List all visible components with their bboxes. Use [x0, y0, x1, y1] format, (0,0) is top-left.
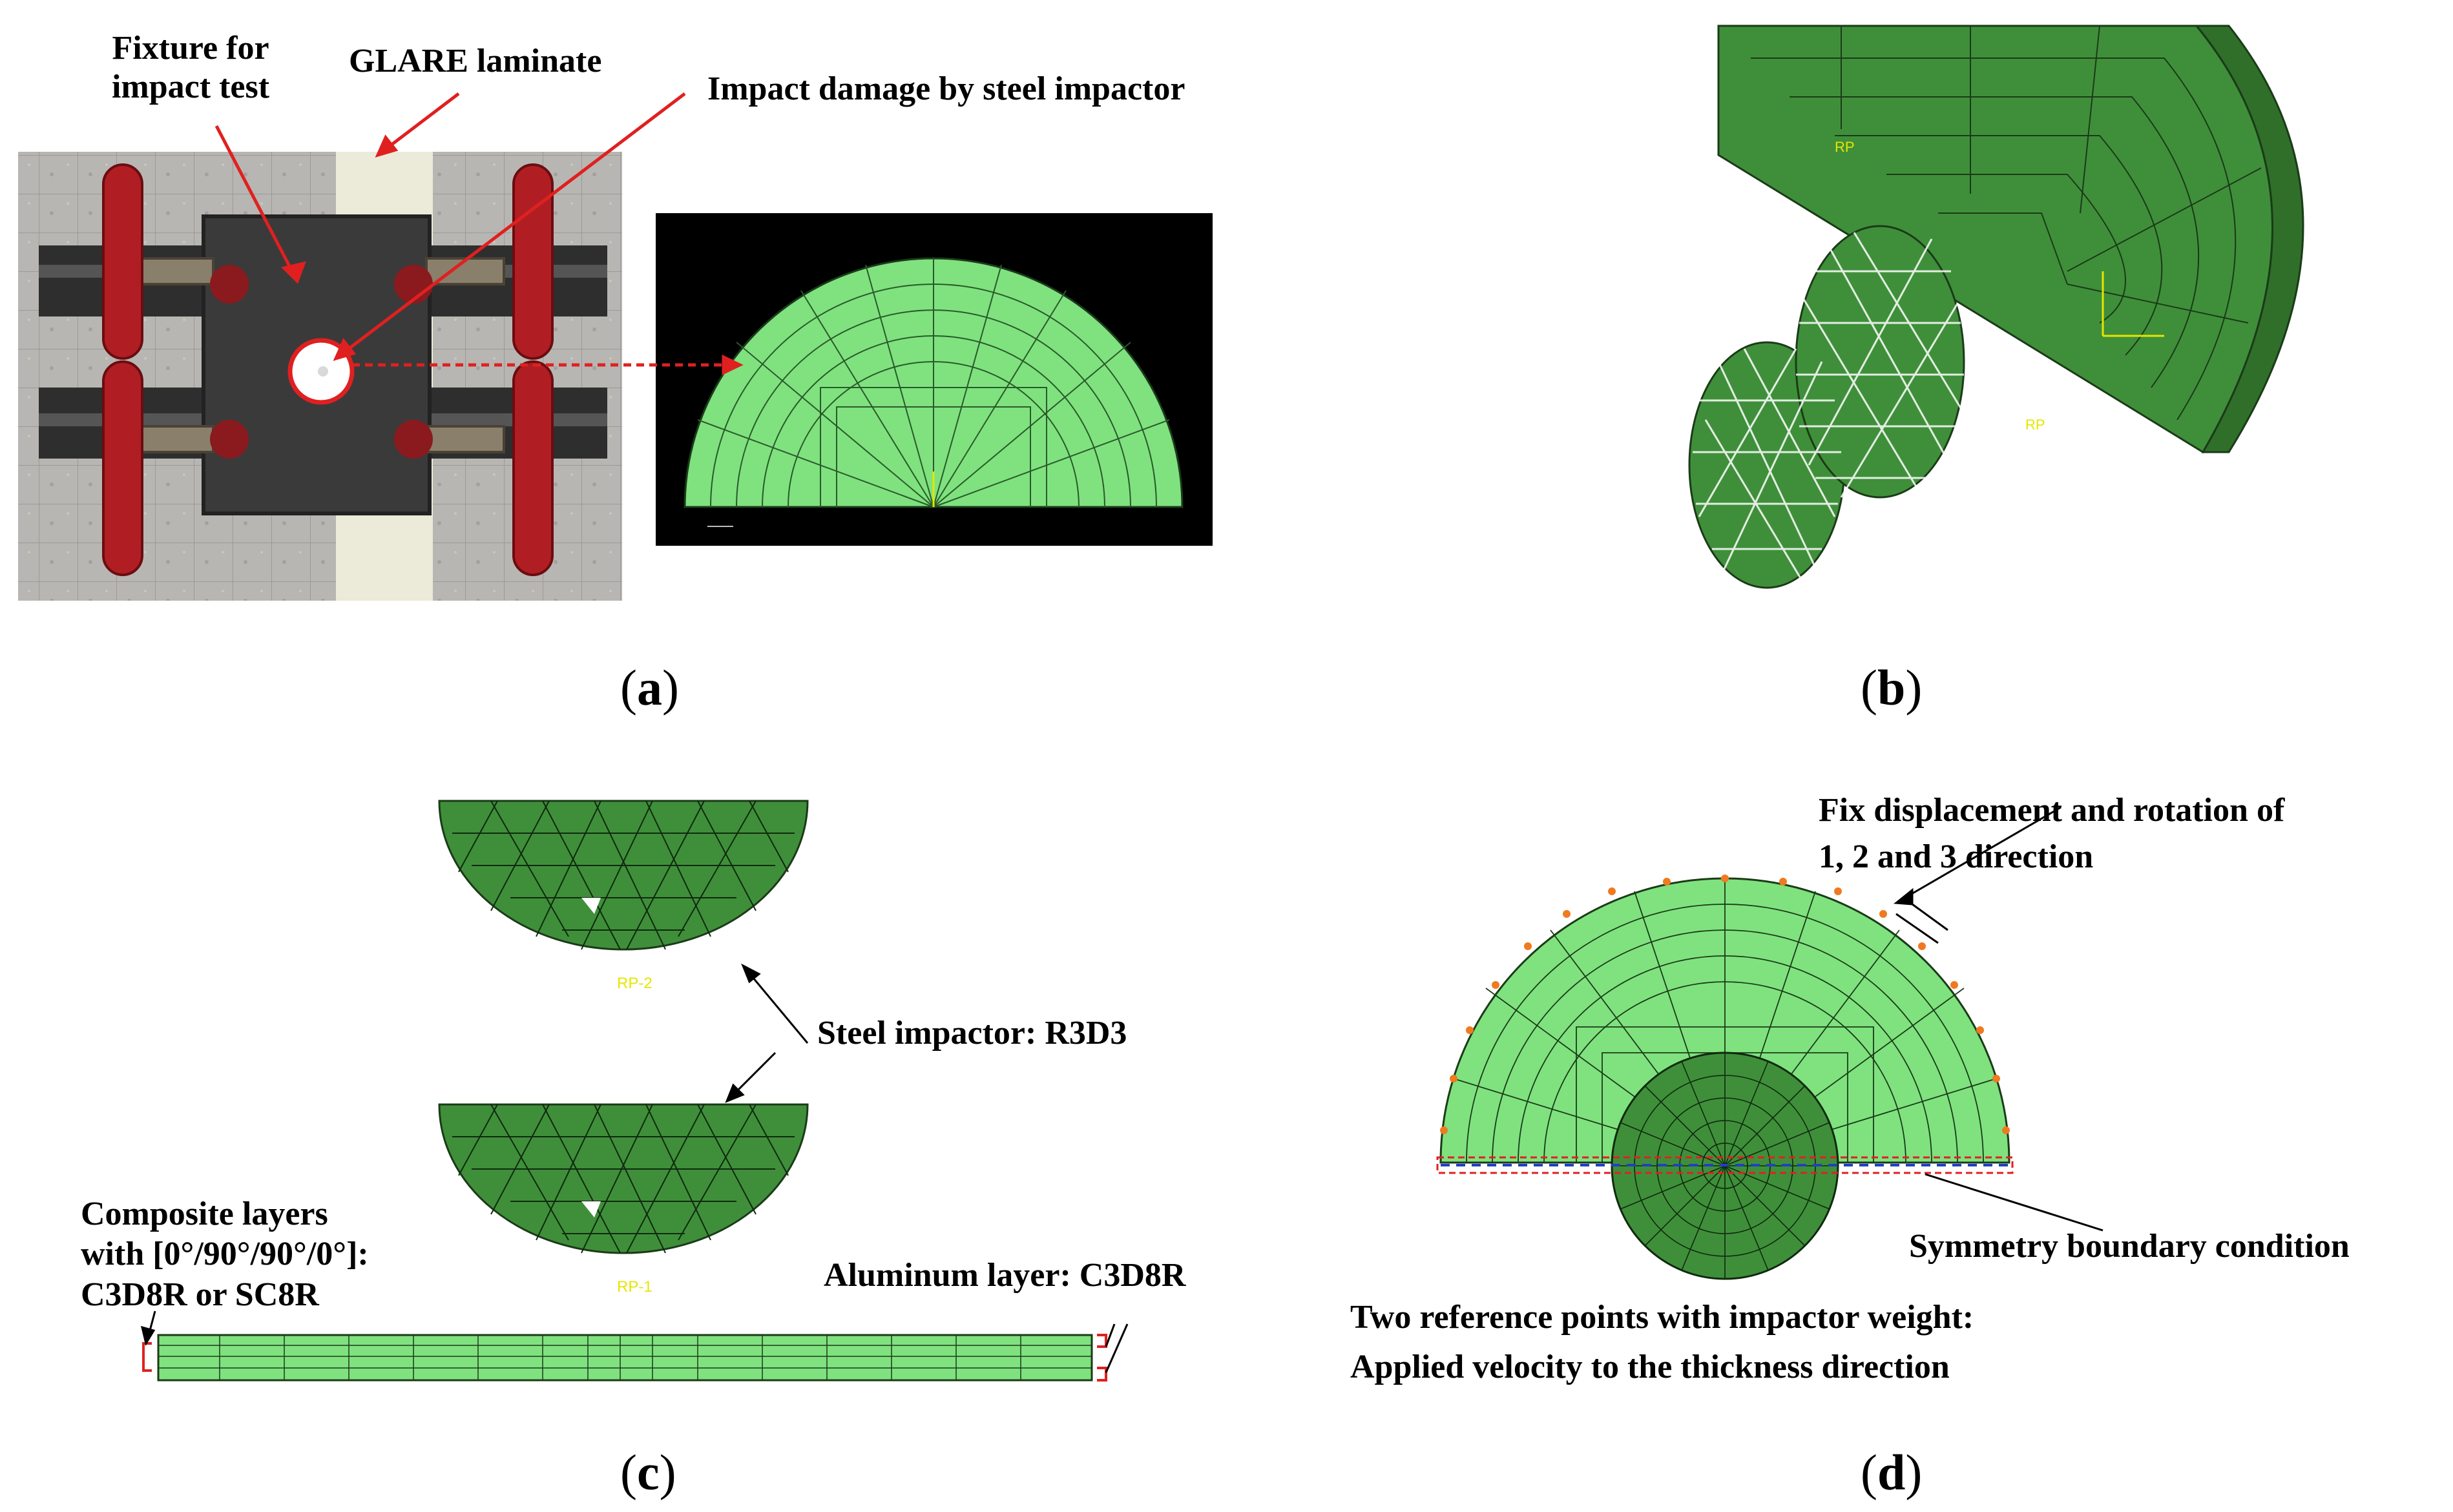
caption-b: (b) [1861, 659, 1923, 716]
caption-d-letter: d [1877, 1444, 1906, 1500]
label-reference-line2: Applied velocity to the thickness direct… [1350, 1349, 1950, 1385]
symmetry-bc-line [1436, 1156, 2014, 1174]
fixture-photo [18, 152, 622, 601]
rp-label-b-2: RP [2025, 417, 2045, 433]
label-aluminum-layer: Aluminum layer: C3D8R [824, 1257, 1186, 1294]
label-glare-laminate: GLARE laminate [349, 43, 602, 79]
label-steel-impactor: Steel impactor: R3D3 [817, 1015, 1127, 1051]
caption-c: (c) [620, 1444, 676, 1500]
label-fixture: Fixture for impact test [111, 30, 270, 105]
label-symmetry-bc: Symmetry boundary condition [1909, 1228, 2350, 1265]
laminate-side-view [157, 1334, 1093, 1382]
rp-label-b-1: RP [1835, 139, 1855, 155]
label-reference-line1: Two reference points with impactor weigh… [1350, 1299, 1974, 1336]
rp-bottom-label: RP-1 [617, 1278, 652, 1296]
impactor-spheres: RP RP [1688, 139, 2164, 589]
caption-c-letter: c [636, 1444, 660, 1500]
panel-c-graphics: RP-2 RP-1 [140, 800, 1129, 1382]
label-composite-line1: Composite layers [81, 1196, 328, 1232]
laminate-3d [1717, 25, 2304, 454]
panel-d-graphics [1436, 806, 2103, 1280]
fe-mesh-half-disc [656, 213, 1213, 546]
label-fix-line2: 1, 2 and 3 direction [1819, 838, 2094, 875]
label-fix-line1: Fix displacement and rotation of [1819, 792, 2285, 829]
panel-a-graphics [18, 92, 1213, 601]
label-composite-line3: C3D8R or SC8R [81, 1276, 319, 1313]
caption-a: (a) [620, 659, 679, 716]
caption-b-letter: b [1877, 659, 1906, 716]
impactor-top [438, 800, 809, 951]
orange-bc-markers [1440, 875, 2010, 1134]
caption-a-letter: a [636, 659, 662, 716]
caption-d: (d) [1861, 1444, 1923, 1500]
label-impact-damage: Impact damage by steel impactor [707, 70, 1185, 107]
rp-top-label: RP-2 [617, 975, 652, 992]
panel-b-graphics: RP RP [1688, 25, 2304, 589]
impactor-bottom [438, 1103, 809, 1254]
label-composite-line2: with [0°/90°/90°/0°]: [81, 1236, 369, 1272]
